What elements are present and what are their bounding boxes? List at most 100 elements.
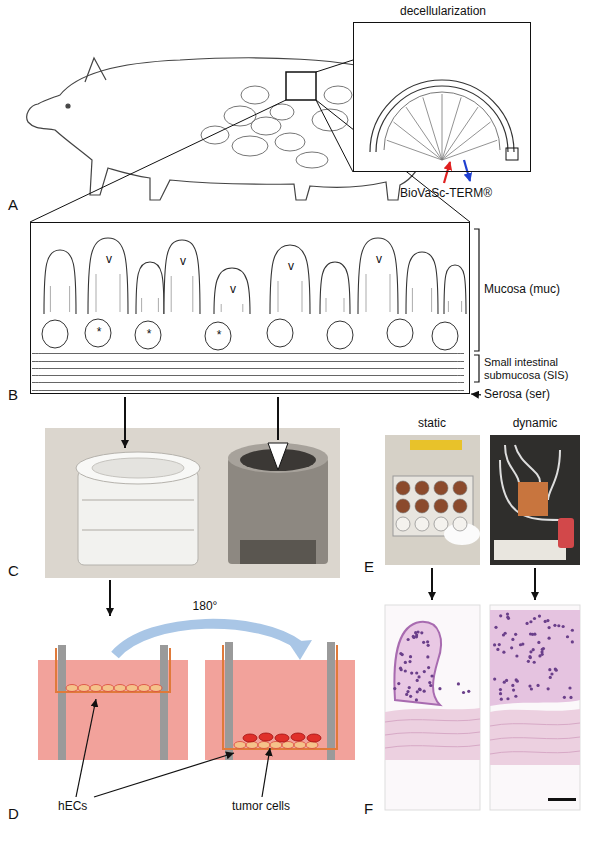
mesentery-drawing-part (442, 94, 443, 160)
histology-images-part (529, 656, 532, 659)
histology-images-part (519, 643, 522, 646)
tissue-section-drawing-part (88, 238, 128, 314)
histology-images-part (493, 677, 496, 680)
histology-images-part (538, 614, 541, 617)
histology-images-part (562, 625, 565, 628)
tissue-section-drawing-part (32, 375, 464, 376)
culture-photos-part (518, 482, 548, 516)
mesentery-drawing-part (406, 107, 442, 160)
culture-photos-part (396, 481, 410, 495)
transwell-scheme-part (243, 734, 257, 742)
tissue-section-drawing-part (448, 301, 449, 312)
transwell-scheme-part (160, 645, 168, 760)
box-heading: decellularization (400, 5, 486, 19)
section-mark: v (230, 283, 236, 297)
panel-letter: C (8, 562, 19, 579)
tissue-section-drawing-part (164, 240, 200, 314)
histology-images-part (569, 696, 572, 699)
mesentery-drawing-part (506, 148, 518, 160)
panel-letter: E (364, 558, 374, 575)
histology-images-part (550, 672, 553, 675)
histology-images-part (510, 646, 513, 649)
zoom-box: decellularization (353, 22, 531, 172)
tissue-section-drawing-part (270, 245, 310, 314)
pig-drawing-part-part (324, 86, 352, 104)
histology-images-part (515, 678, 518, 681)
histology-images-part (506, 612, 509, 615)
histology-images-part (385, 708, 480, 760)
tissue-section-drawing-part (85, 319, 111, 347)
histology-images-part (541, 653, 544, 656)
pig-drawing-part-part (232, 136, 268, 156)
transwell-scheme-part (259, 733, 273, 741)
tissue-section-drawing-part (32, 361, 464, 362)
tissue-section-drawing-part (390, 274, 391, 312)
pig-drawing-part-part (251, 117, 281, 135)
scaffold-name: BioVaSc-TERM® (400, 187, 492, 201)
histology-images-part (531, 633, 534, 636)
culture-photo: static (385, 435, 480, 565)
histology-images-part (530, 687, 533, 690)
histology-images-part (490, 709, 580, 765)
histology-images-part (525, 622, 528, 625)
transwell-scheme-part (307, 734, 321, 742)
tissue-section-drawing-part (431, 288, 432, 312)
scaffold-photo-part (92, 458, 184, 478)
scaffold-photo-part (228, 443, 328, 473)
pig-drawing-part-part (296, 152, 328, 168)
culture-photos-part (434, 481, 448, 495)
zoom-lines-part (316, 60, 353, 72)
scaffold-photo-part (109, 580, 111, 616)
transwell-scheme-part (327, 642, 335, 760)
tissue-section-drawing-part (432, 322, 458, 350)
zoom-lines-part (286, 72, 316, 100)
histology-images-part (429, 684, 432, 687)
histology-images-part (544, 620, 547, 623)
histology-images-part (419, 688, 422, 691)
scaffold-photo-part (240, 540, 316, 564)
culture-photos-part (434, 517, 448, 531)
transwell-scheme-part (78, 685, 90, 692)
transwell-scheme-part (258, 742, 270, 749)
transwell-scheme-part (294, 742, 306, 749)
transwell-scheme-part (58, 645, 66, 760)
culture-photos-part (494, 540, 566, 560)
histology-images-part (563, 696, 566, 699)
scaffold-photo-part (228, 458, 328, 564)
transwell-scheme-part (56, 648, 170, 692)
transwell-scheme-part (282, 742, 294, 749)
histology-images-part (393, 687, 396, 690)
transwell-scheme-part (126, 685, 138, 692)
histology-images-part (568, 686, 571, 689)
histology-images-part (494, 626, 497, 629)
culture-photos-part (490, 435, 580, 565)
cell-label: hECs (58, 800, 87, 814)
histology-images-part (532, 648, 535, 651)
panel-letter: A (8, 196, 18, 213)
transwell-scheme-part (270, 742, 282, 749)
tissue-section-drawing-part (327, 321, 353, 349)
histology-images-part (496, 648, 499, 651)
culture-photos-part (453, 517, 467, 531)
histology-images-part (407, 638, 410, 641)
pig-drawing-part-part (224, 106, 256, 126)
panel-letter: B (8, 386, 18, 403)
histology-images-part (553, 624, 556, 627)
histology-images-part (548, 798, 576, 801)
histology-images-part (511, 638, 514, 641)
photo-heading: static (418, 417, 446, 431)
culture-photos-part (396, 517, 410, 531)
tissue-section-drawing-part (366, 274, 367, 312)
scaffold-photo-part (82, 500, 194, 530)
tissue-section-drawing-part (32, 368, 464, 369)
histology-images-part (498, 643, 501, 646)
histology-images-part (427, 644, 430, 647)
mesentery-drawing-part (464, 160, 470, 181)
histology-images-part (514, 633, 517, 636)
tissue-section-drawing-part (474, 229, 479, 351)
histology-images-part (547, 637, 550, 640)
culture-photos-part (410, 440, 462, 450)
mesentery-drawing (353, 22, 531, 183)
tissue-section-drawing-part (32, 390, 464, 391)
tissue-section-drawing-part (267, 319, 293, 347)
